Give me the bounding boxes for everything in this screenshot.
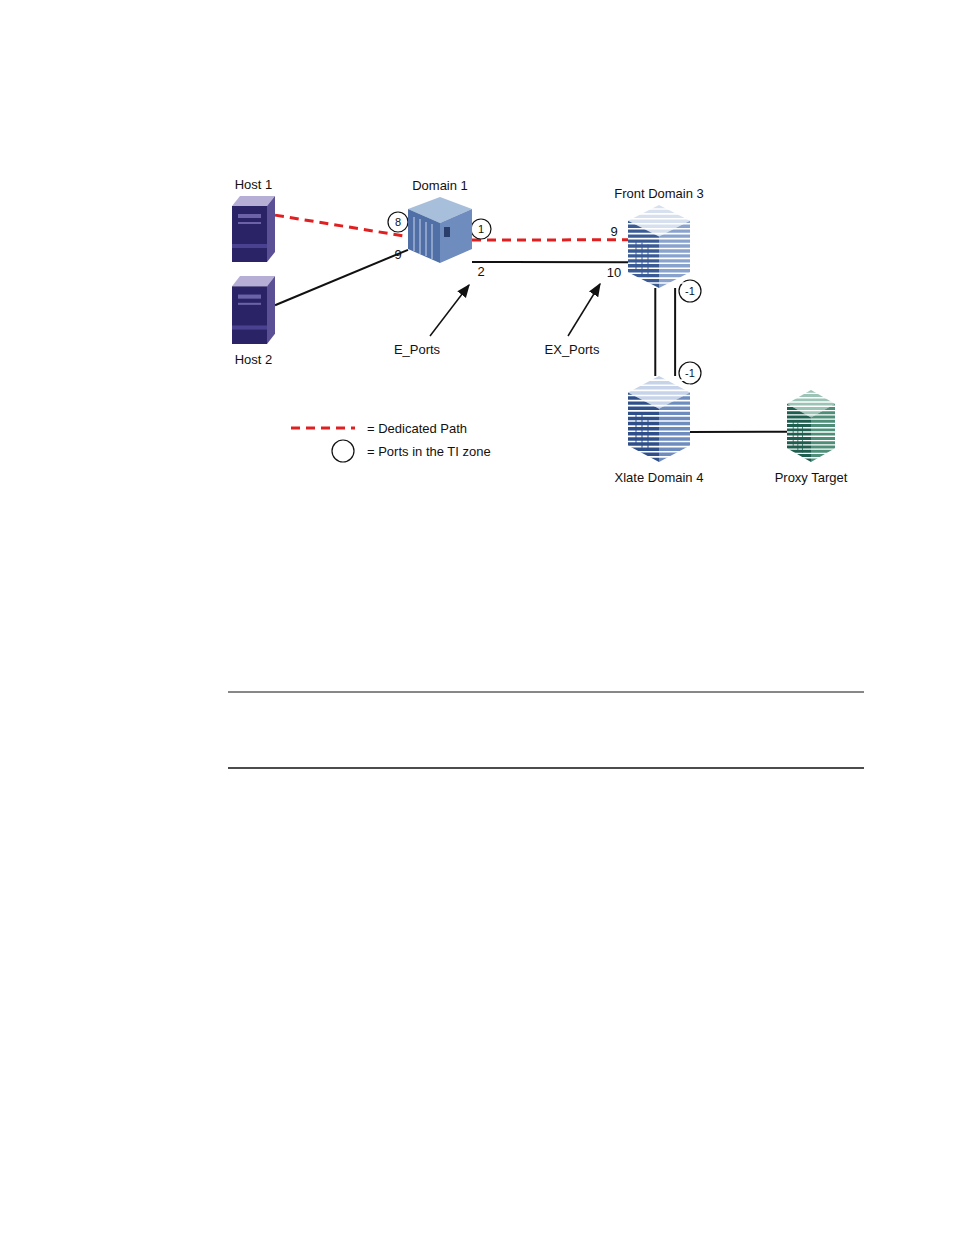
link-line <box>472 261 628 263</box>
node-label: Domain 1 <box>412 178 468 193</box>
node-label: Host 1 <box>235 177 273 192</box>
node-label: Host 2 <box>235 352 273 367</box>
port-number: -1 <box>685 286 695 297</box>
link-line <box>690 431 787 433</box>
port-number: -1 <box>685 368 695 379</box>
rule <box>228 767 864 769</box>
device-icon <box>408 197 472 263</box>
callout-label: E_Ports <box>394 343 440 356</box>
device-icon <box>628 205 690 288</box>
port-circle <box>471 219 491 239</box>
callout-label: EX_Ports <box>545 343 600 356</box>
legend-circle-sample <box>332 440 354 462</box>
dedicated-path <box>472 238 628 241</box>
proxy-target: Proxy Target <box>787 390 835 462</box>
rule <box>228 692 864 693</box>
switch-domain: Domain 1 <box>408 197 472 263</box>
node-label: Xlate Domain 4 <box>615 470 704 485</box>
port-number: 10 <box>607 266 621 279</box>
device-icon <box>232 196 275 262</box>
device-icon <box>232 276 275 344</box>
port-number: 9 <box>394 248 401 261</box>
device-icon <box>787 390 835 462</box>
port-number: 9 <box>610 225 617 238</box>
host-server: Host 2 <box>232 276 275 344</box>
legend-text: = Ports in the TI zone <box>367 445 491 458</box>
port-number: 1 <box>478 224 484 235</box>
node-label: Front Domain 3 <box>614 186 704 201</box>
router-domain: Xlate Domain 4 <box>628 376 690 462</box>
node-label: Proxy Target <box>775 470 848 485</box>
legend-line-sample <box>291 427 355 430</box>
router-domain: Front Domain 3 <box>628 205 690 288</box>
port-number: 8 <box>395 217 401 228</box>
leader-arrow <box>568 284 600 336</box>
device-icon <box>628 376 690 462</box>
port-number: 2 <box>477 265 484 278</box>
leader-arrow <box>430 285 469 336</box>
legend-text: = Dedicated Path <box>367 422 467 435</box>
link-line <box>654 288 656 376</box>
host-server: Host 1 <box>232 196 275 262</box>
link-line <box>674 288 676 376</box>
port-circle <box>388 212 408 232</box>
link-line <box>275 250 408 305</box>
